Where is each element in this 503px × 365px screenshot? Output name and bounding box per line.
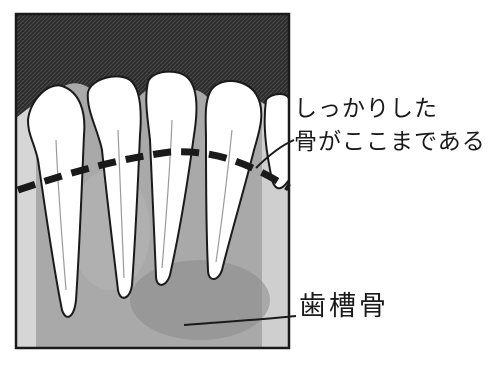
- bone-level-leader-line: [255, 139, 295, 169]
- alveolar-bone-leader-line: [183, 315, 297, 326]
- tooth-4: [204, 79, 263, 280]
- alveolar-bone-label: 歯槽骨: [299, 291, 389, 322]
- bone-level-dashed-line: [16, 148, 291, 194]
- tooth-1: [26, 84, 86, 318]
- tooth-3: [145, 70, 198, 286]
- frame-border: [14, 12, 291, 350]
- tooth-5: [263, 93, 290, 190]
- bone-level-label-line1: しっかりした: [294, 96, 438, 122]
- tooth-2: [86, 75, 142, 299]
- root-lines: [55, 119, 233, 291]
- bone-level-label-line2: 骨がここまである: [294, 129, 486, 155]
